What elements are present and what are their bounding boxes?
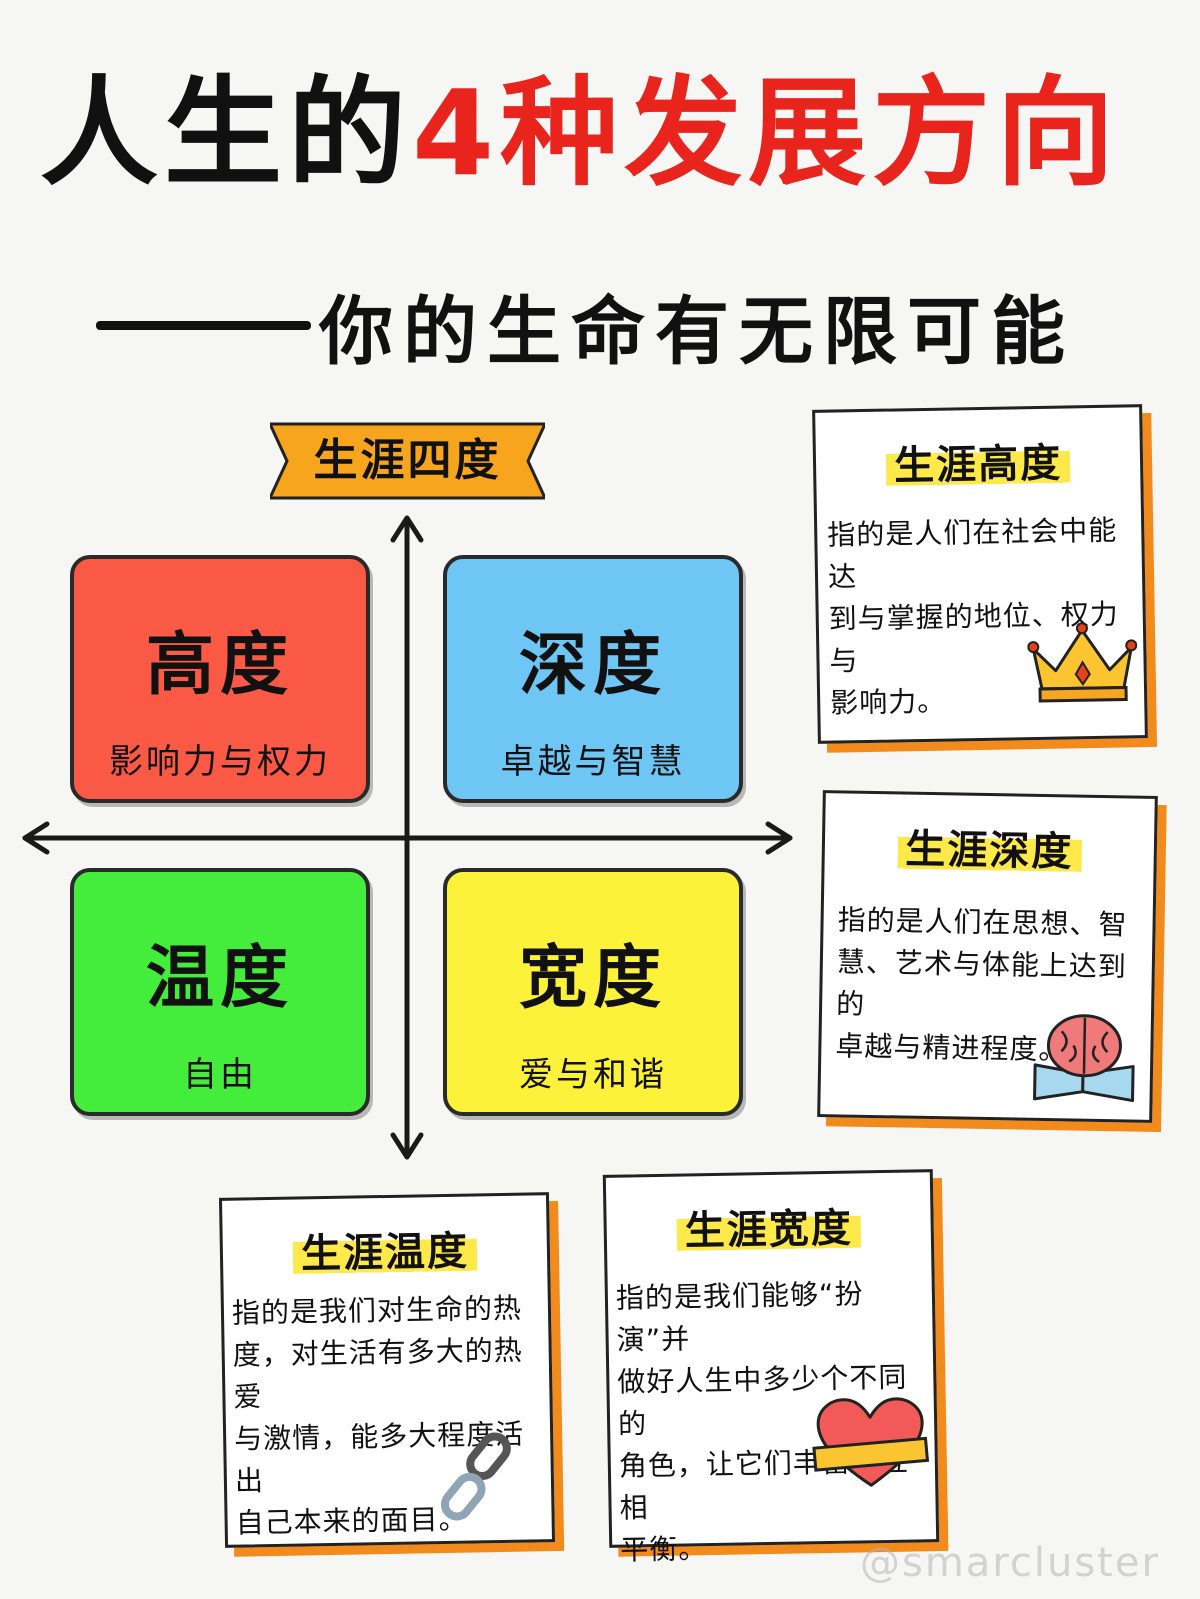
- quadrant-warmth: 温度 自由: [70, 868, 370, 1116]
- heart-icon: [812, 1397, 930, 1487]
- quadrant-desc: 影响力与权力: [109, 742, 331, 782]
- card-line: 指的是人们在思想、智: [837, 903, 1128, 942]
- quadrant-width: 宽度 爱与和谐: [443, 868, 743, 1116]
- quadrant-name: 高度: [145, 626, 294, 705]
- arrow-down: [390, 1132, 424, 1160]
- card-line: 指的是我们能够“扮演”并: [615, 1277, 864, 1357]
- quadrant-height: 高度 影响力与权力: [70, 555, 370, 803]
- brain-book-icon: [1033, 1014, 1135, 1103]
- card-title: 生涯温度: [292, 1218, 478, 1280]
- quadrant-name: 宽度: [518, 939, 667, 1018]
- card-title: 生涯深度: [896, 816, 1082, 878]
- page-title: 人生的4种发展方向: [40, 58, 1170, 208]
- subtitle-text: 你的生命有无限可能: [319, 288, 1075, 375]
- arrow-right: [765, 821, 793, 855]
- card-line: 指的是我们对生命的热: [231, 1291, 523, 1330]
- quadrant-desc: 卓越与智慧: [500, 742, 686, 782]
- arrow-left: [22, 821, 50, 855]
- title-part1: 人生的: [40, 64, 413, 202]
- chain-link-icon: [440, 1432, 511, 1521]
- ribbon-label: 生涯四度: [313, 435, 502, 486]
- title-part2: 4种: [412, 64, 625, 202]
- card-career-depth: 生涯深度 指的是人们在思想、智 慧、艺术与体能上达到的 卓越与精进程度。: [817, 790, 1158, 1123]
- subtitle-dash: [96, 320, 311, 330]
- title-part3: 发展方向: [624, 64, 1121, 202]
- quadrant-desc: 爱与和谐: [519, 1055, 667, 1095]
- arrow-up: [390, 515, 424, 543]
- axes: [22, 515, 793, 1160]
- card-title: 生涯宽度: [676, 1195, 862, 1257]
- ribbon-banner: 生涯四度: [270, 420, 545, 502]
- ribbon-shape: [270, 422, 545, 500]
- card-line: 度，对生活有多大的热爱: [232, 1333, 523, 1414]
- card-line: 指的是人们在社会中能达: [827, 513, 1118, 594]
- crown-icon: [1027, 622, 1138, 703]
- card-title: 生涯高度: [885, 430, 1071, 492]
- card-career-warmth: 生涯温度 指的是我们对生命的热 度，对生活有多大的热爱 与激情，能多大程度活出 …: [218, 1192, 556, 1548]
- card-career-width: 生涯宽度 指的是我们能够“扮演”并 做好人生中多少个不同的 角色，让它们丰富且互…: [602, 1169, 940, 1567]
- watermark: @smarcluster: [860, 1540, 1160, 1586]
- quadrant-name: 深度: [518, 626, 667, 705]
- quadrant-desc: 自由: [183, 1055, 257, 1095]
- subtitle: 你的生命有无限可能: [96, 270, 1176, 380]
- quadrant-depth: 深度 卓越与智慧: [443, 555, 743, 803]
- quadrant-name: 温度: [145, 939, 294, 1018]
- card-career-height: 生涯高度 指的是人们在社会中能达 到与掌握的地位、权力与 影响力。: [812, 404, 1148, 744]
